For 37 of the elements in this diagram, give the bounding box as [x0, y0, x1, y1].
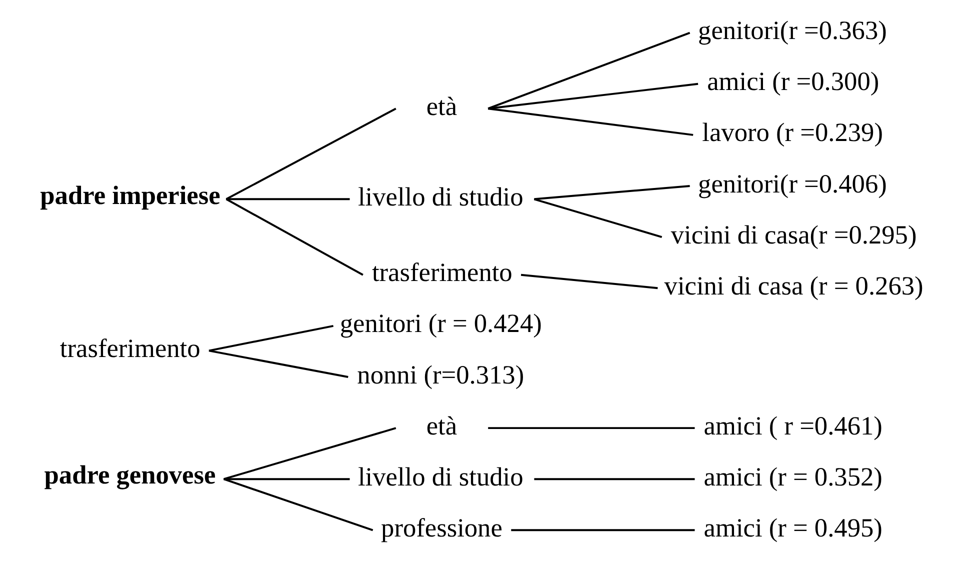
node-text: padre imperiese [40, 180, 220, 210]
connector [224, 478, 350, 480]
connector [224, 427, 396, 480]
node-text: età [426, 92, 458, 121]
node-text: amici ( r =0.461) [704, 411, 882, 440]
connector [488, 32, 690, 110]
node-text: livello di studio [358, 182, 524, 212]
connector [534, 198, 662, 238]
connector [520, 274, 658, 290]
node-text: età [426, 411, 458, 440]
connector [226, 198, 364, 276]
connector [534, 185, 690, 200]
connector [488, 82, 698, 110]
connector [226, 108, 396, 200]
connector [534, 478, 695, 480]
node-text: padre genovese [44, 460, 216, 490]
connector [488, 427, 695, 430]
node-text: livello di studio [358, 462, 524, 492]
connector [208, 325, 334, 352]
node-text: trasferimento [372, 258, 512, 288]
connector [223, 478, 374, 532]
node-text: nonni (r=0.313) [357, 360, 524, 390]
node-text: lavoro (r =0.239) [702, 118, 883, 148]
node-text: genitori (r = 0.424) [340, 309, 542, 338]
node-text: genitori(r =0.363) [698, 16, 887, 46]
node-text: professione [381, 513, 502, 542]
connector [226, 198, 350, 200]
connector [511, 529, 695, 532]
node-text: vicini di casa(r =0.295) [670, 220, 917, 250]
node-text: amici (r = 0.495) [704, 513, 882, 542]
node-text: vicini di casa (r = 0.263) [664, 271, 924, 300]
node-text: genitori(r =0.406) [698, 169, 887, 198]
node-text: amici (r =0.300) [707, 67, 880, 96]
connector [488, 108, 694, 136]
connector [208, 350, 348, 378]
node-text: amici (r = 0.352) [704, 462, 882, 492]
node-text: trasferimento [60, 334, 200, 363]
